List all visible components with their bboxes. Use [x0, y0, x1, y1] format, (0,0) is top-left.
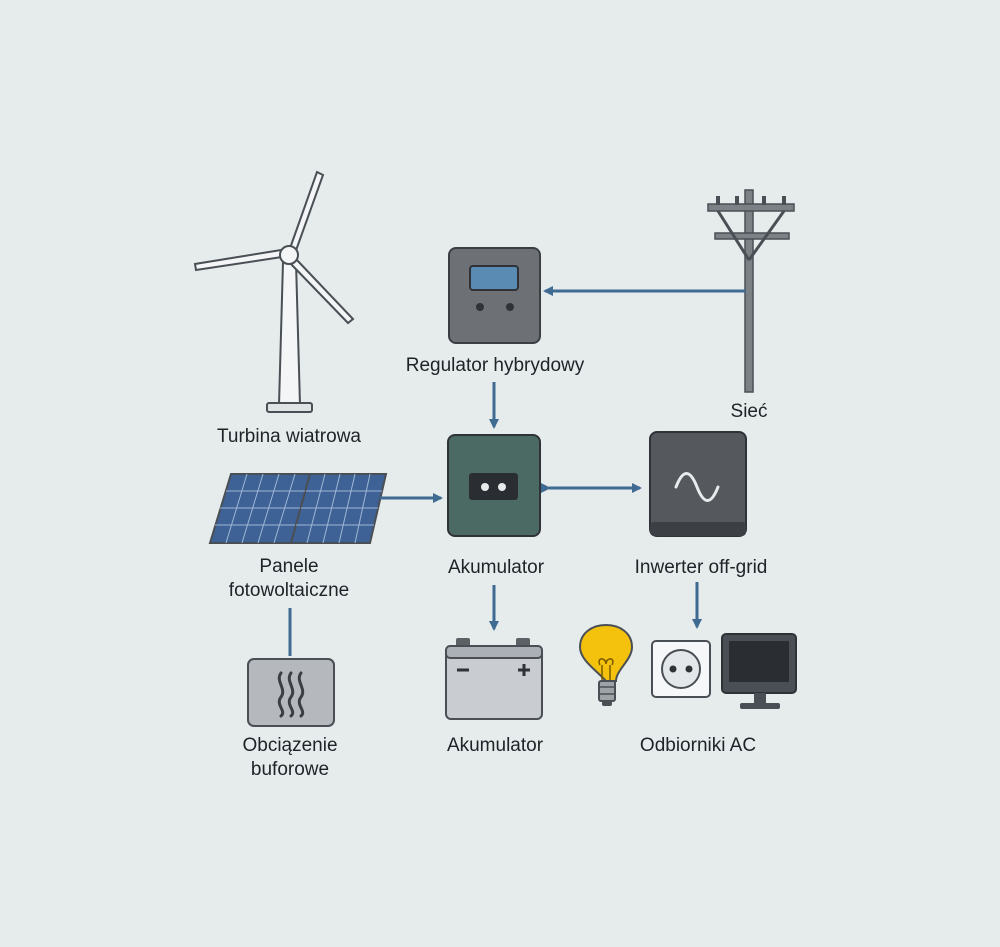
charger-unit-label: Akumulator — [447, 557, 545, 578]
computer-monitor-icon — [721, 633, 797, 709]
dump-load-label-line2: buforowe — [250, 759, 330, 780]
battery-label: Akumulator — [446, 735, 544, 756]
charger-unit-icon — [447, 434, 541, 537]
solar-panels-label-line2: fotowoltaiczne — [228, 580, 350, 601]
grid-label: Sieć — [730, 401, 768, 422]
hybrid-controller-label: Regulator hybrydowy — [405, 355, 585, 376]
inverter-label: Inwerter off-grid — [634, 557, 768, 578]
solar-panels-label-line1: Panele — [259, 556, 319, 577]
inverter-icon — [649, 431, 747, 537]
power-socket-icon — [651, 640, 711, 698]
solar-panels-icon — [208, 473, 388, 544]
wind-turbine-label: Turbina wiatrowa — [217, 426, 361, 447]
dump-load-icon — [247, 658, 335, 727]
dump-load-label-line1: Obciązenie — [242, 735, 338, 756]
ac-loads-label: Odbiorniki AC — [639, 735, 757, 756]
power-pole-icon — [707, 189, 795, 393]
wind-turbine-icon — [193, 170, 355, 413]
hybrid-controller-icon — [448, 247, 541, 344]
light-bulb-icon — [578, 623, 634, 706]
battery-icon — [445, 638, 543, 720]
